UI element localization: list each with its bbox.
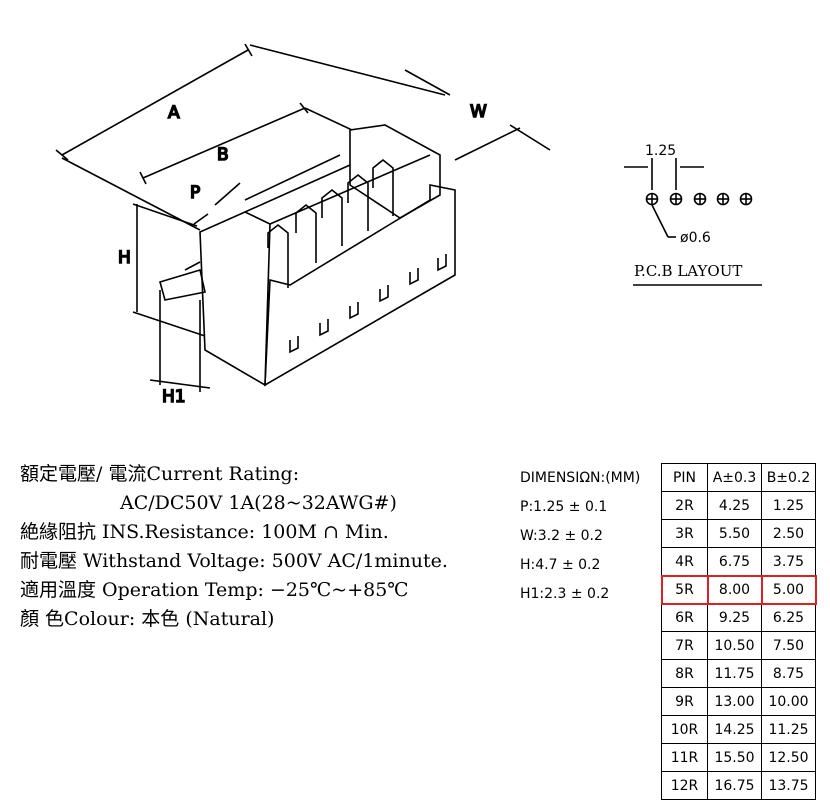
table-cell: 6R [661, 603, 708, 632]
table-cell: 9R [661, 687, 708, 716]
dimension-p-value: P:1.25 ± 0.1 [520, 499, 608, 515]
dimension-h1 [149, 290, 211, 392]
table-cell: 7R [661, 631, 708, 660]
table-cell: 8.75 [761, 659, 816, 688]
pcb-pitch: 1.25 [645, 143, 676, 159]
table-cell: 5R [660, 574, 709, 605]
table-cell: 10.50 [707, 631, 762, 660]
table-cell: 8.00 [706, 574, 763, 605]
table-cell: 3.75 [761, 547, 816, 576]
specifications: 額定電壓/ 電流Current Rating: AC/DC50V 1A(28~3… [20, 460, 540, 634]
connector-body [159, 124, 456, 387]
table-cell: 10R [661, 715, 708, 744]
table-cell: 7.50 [761, 631, 816, 660]
dimension-b [139, 102, 353, 185]
dimension-w [404, 69, 551, 161]
table-cell: 2.50 [761, 519, 816, 548]
table-cell: 11.75 [707, 659, 762, 688]
pcb-layout [624, 158, 762, 286]
spec-withstand-voltage: 耐電壓 Withstand Voltage: 500V AC/1minute. [20, 550, 448, 572]
table-cell: 13.75 [761, 771, 816, 800]
table-cell: 2R [661, 491, 708, 520]
table-header: B±0.2 [761, 463, 816, 492]
table-header: PIN [661, 463, 708, 492]
table-cell: 5.50 [707, 519, 762, 548]
table-cell: 12R [661, 771, 708, 800]
label-p: P [190, 183, 200, 203]
dimension-h-value: H:4.7 ± 0.2 [520, 557, 601, 573]
table-cell: 5.00 [760, 574, 817, 605]
table-cell: 16.75 [707, 771, 762, 800]
dimension-h [132, 203, 206, 337]
table-cell: 1.25 [761, 491, 816, 520]
dimensions-list: DIMENSIΩN:(MM) P:1.25 ± 0.1 W:3.2 ± 0.2 … [520, 464, 660, 609]
table-header: A±0.3 [707, 463, 762, 492]
table-cell: 8R [661, 659, 708, 688]
table-cell: 14.25 [707, 715, 762, 744]
dimensions-title: DIMENSIΩN:(MM) [520, 470, 641, 486]
connector-drawing: A B P H H1 W [55, 43, 762, 408]
table-cell: 6.75 [707, 547, 762, 576]
dimension-a [55, 43, 446, 231]
table-header-row: PIN A±0.3 B±0.2 [661, 463, 816, 492]
label-h: H [118, 248, 131, 268]
label-h1: H1 [162, 387, 186, 407]
table-cell: 13.00 [707, 687, 762, 716]
table-cell: 6.25 [761, 603, 816, 632]
dimension-p [193, 182, 241, 225]
label-a: A [168, 103, 180, 123]
label-b: B [217, 145, 229, 165]
pcb-hole-diameter: ø0.6 [680, 230, 711, 246]
table-cell: 4R [661, 547, 708, 576]
spec-current-rating: 額定電壓/ 電流Current Rating: [20, 463, 300, 485]
table-cell: 11R [661, 743, 708, 772]
pcb-holes [645, 192, 753, 206]
table-cell: 12.50 [761, 743, 816, 772]
table-cell: 15.50 [707, 743, 762, 772]
pcb-title: P.C.B LAYOUT [634, 262, 742, 280]
label-w: W [470, 102, 487, 122]
dimension-w-value: W:3.2 ± 0.2 [520, 528, 603, 544]
table-cell: 10.00 [761, 687, 816, 716]
table-cell: 4.25 [707, 491, 762, 520]
spec-operation-temp: 適用溫度 Operation Temp: −25℃~+85℃ [20, 579, 409, 601]
table-cell: 3R [661, 519, 708, 548]
connector-pins [267, 158, 394, 288]
spec-colour: 顏 色Colour: 本色 (Natural) [20, 608, 275, 630]
dimension-h1-value: H1:2.3 ± 0.2 [520, 586, 610, 602]
spec-insulation: 絶緣阻抗 INS.Resistance: 100M ∩ Min. [20, 521, 389, 543]
spec-voltage-current: AC/DC50V 1A(28~32AWG#) [120, 492, 397, 514]
table-cell: 9.25 [707, 603, 762, 632]
table-cell: 11.25 [761, 715, 816, 744]
